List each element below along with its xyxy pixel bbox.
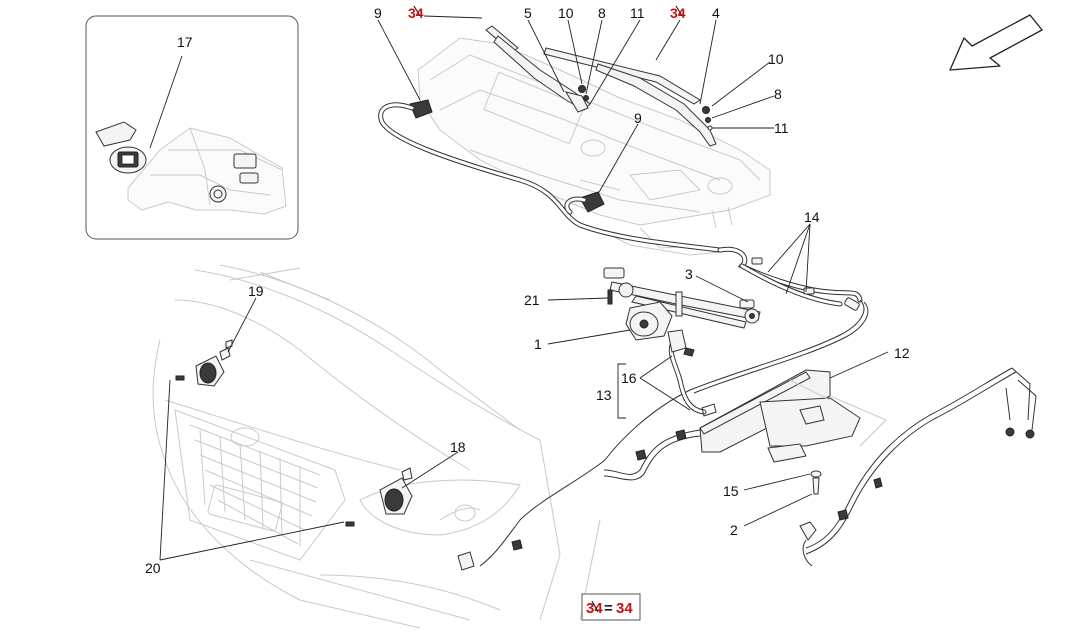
callout-13: 13 [596, 387, 612, 403]
wiper-motor-1 [625, 301, 673, 341]
horn-19 [175, 339, 233, 387]
front-washer-pipe [457, 429, 701, 571]
windshield-sensor-part-17 [109, 146, 147, 174]
callout-10: 10 [558, 5, 574, 21]
leader-lines [159, 15, 889, 561]
front-direction-arrow-icon [949, 14, 1043, 71]
callout-34: 34 [670, 5, 686, 21]
callout-5: 5 [524, 5, 532, 21]
callout-15: 15 [723, 483, 739, 499]
screw-21 [607, 289, 613, 305]
callout-11: 11 [630, 5, 645, 21]
legend-equals: = [604, 600, 613, 617]
callout-8: 8 [598, 5, 606, 21]
legend-right: 34 [616, 600, 633, 617]
legend-box: 34 = 34 [581, 593, 641, 621]
washer-reservoir-12 [699, 369, 887, 463]
washer-hose-14 [378, 102, 869, 567]
wiper-pivot-nuts [578, 85, 713, 131]
car-front-outline [152, 264, 601, 629]
bolt-15 [810, 470, 822, 495]
callout-11: 11 [774, 120, 789, 136]
callout-labels: 9 34 5 10 8 11 34 4 10 8 11 9 17 14 3 21… [145, 5, 910, 576]
horn-18 [345, 467, 413, 527]
callout-4: 4 [712, 5, 720, 21]
callout-20: 20 [145, 560, 161, 576]
legend-left: 34 [586, 600, 603, 617]
callout-18: 18 [450, 439, 466, 455]
callout-3: 3 [685, 266, 693, 282]
wiper-blade-4 [543, 47, 717, 147]
cowl-panel [417, 37, 771, 256]
callout-8: 8 [774, 86, 782, 102]
callout-17: 17 [177, 34, 193, 50]
callout-16: 16 [621, 370, 637, 386]
washer-jet-9-right [579, 191, 605, 213]
callout-2: 2 [730, 522, 738, 538]
callout-19: 19 [248, 283, 264, 299]
wiper-arm-5 [485, 25, 591, 113]
callout-34: 34 [408, 5, 424, 21]
red-callout-marks [413, 5, 683, 17]
callout-9: 9 [634, 110, 642, 126]
callout-10: 10 [768, 51, 784, 67]
inset-detail-box [85, 15, 299, 240]
wiring-harness [799, 367, 1037, 567]
callout-21: 21 [524, 292, 540, 308]
washer-jet-9-left [409, 99, 433, 119]
washer-pump-tube-16 [667, 329, 707, 415]
callout-14: 14 [804, 209, 820, 225]
callout-9: 9 [374, 5, 382, 21]
callout-12: 12 [894, 345, 910, 361]
callout-1: 1 [534, 336, 542, 352]
